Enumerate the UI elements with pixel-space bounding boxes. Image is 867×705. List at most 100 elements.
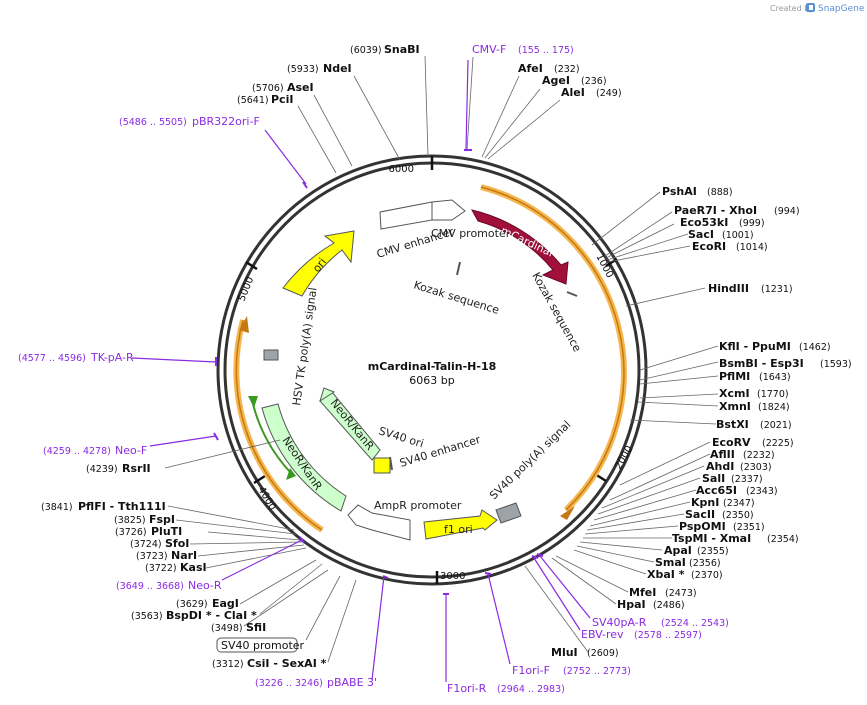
site-xbai-pos: (2370) [691,570,723,581]
site-pshai[interactable]: PshAI [662,185,697,198]
feature-f1-ori[interactable] [423,509,498,540]
primer-neo-f[interactable]: Neo-F [115,444,147,457]
site-asei-pos: (5706) [252,83,284,94]
site-paer7i-xhoi[interactable]: PaeR7I - XhoI [674,204,757,217]
feature-kozak-1[interactable] [456,261,461,276]
site-ecorv[interactable]: EcoRV [712,436,751,449]
feature-ampr-promoter[interactable] [347,504,411,541]
feature-cmv-enhancer[interactable] [379,201,433,230]
feature-sv40-ori[interactable] [373,457,391,474]
site-mlui[interactable]: MluI [551,646,578,659]
primer-tk-pa-r[interactable]: TK-pA-R [90,351,134,364]
primer-cmv-f[interactable]: CMV-F [472,43,506,56]
site-eco53ki[interactable]: Eco53kI [680,216,728,229]
site-bsmbi-esp3i[interactable]: BsmBI - Esp3I [719,357,804,370]
primer-lines [131,59,591,682]
site-ndei-pos: (5933) [287,64,319,75]
site-xmni[interactable]: XmnI [719,400,751,413]
snapgene-logo-icon [806,3,815,12]
site-eco53ki-pos: (999) [739,218,765,229]
arrowhead-green-2 [286,468,296,480]
arrowhead-green [248,396,258,408]
site-bspdi-clai[interactable]: BspDI * - ClaI * [166,609,257,622]
leader-lines [164,55,719,663]
feature-hsv-tk-polya[interactable] [263,349,279,361]
site-agei[interactable]: AgeI [542,74,570,87]
site-rsrii[interactable]: RsrII [122,462,151,475]
site-xbai[interactable]: XbaI * [647,568,685,581]
feature-mcardinal[interactable] [471,209,569,285]
site-ndei[interactable]: NdeI [323,62,352,75]
site-apai[interactable]: ApaI [664,544,692,557]
feature-kozak-2[interactable] [566,291,578,297]
site-eagi[interactable]: EagI [212,597,239,610]
site-pflfi-tth111i[interactable]: PflFI - Tth111I [78,500,166,513]
feature-sv40-polya[interactable] [495,502,522,524]
label-ampr-promoter: AmpR promoter [374,499,462,512]
site-smai[interactable]: SmaI [655,556,686,569]
label-kozak-2: Kozak sequence [529,270,584,354]
site-kfli-ppumi[interactable]: KflI - PpuMI [719,340,791,353]
site-fspi[interactable]: FspI [149,513,175,526]
feature-cmv-promoter[interactable] [431,199,466,221]
primer-neo-r[interactable]: Neo-R [188,579,222,592]
site-snabi[interactable]: SnaBI [384,43,420,56]
site-tspmi-xmai[interactable]: TspMI - XmaI [672,532,751,545]
label-f1-ori: f1 ori [444,523,473,536]
site-nari[interactable]: NarI [171,549,197,562]
site-fspi-pos: (3825) [114,515,146,526]
primer-sv40pa-r[interactable]: SV40pA-R [592,616,647,629]
site-kpni-pos: (2347) [723,498,755,509]
site-afei[interactable]: AfeI [518,62,543,75]
site-pflfi-pos: (3841) [41,502,73,513]
site-pflmi[interactable]: PflMI [719,370,750,383]
site-sfii[interactable]: SfiI [246,621,266,634]
arrowhead-orange-right [560,506,575,520]
site-pspomi[interactable]: PspOMI [679,520,726,533]
site-hpai[interactable]: HpaI [617,598,646,611]
site-pluti[interactable]: PluTI [151,525,182,538]
site-hindiii[interactable]: HindIII [708,282,749,295]
site-sacii[interactable]: SacII [685,508,715,521]
label-neor-outer: NeoR/KanR [280,434,325,493]
primer-cmv-f-range: (155 .. 175) [518,45,574,56]
site-asei[interactable]: AseI [287,81,314,94]
site-pcii[interactable]: PciI [271,93,293,106]
site-kasi[interactable]: KasI [180,561,207,574]
feature-neor-outer[interactable] [261,403,347,512]
primer-neo-f-range: (4259 .. 4278) [43,446,111,457]
site-acc65i[interactable]: Acc65I [696,484,737,497]
site-aflii[interactable]: AflII [710,448,735,461]
primer-pbabe3[interactable]: pBABE 3' [327,676,377,689]
site-ahdi[interactable]: AhdI [706,460,734,473]
tick-3000: 3000 [440,571,465,582]
site-csii-sexai[interactable]: CsiI - SexAI * [247,657,327,670]
primer-marks [213,149,544,595]
site-xcmi[interactable]: XcmI [719,387,750,400]
site-pshai-pos: (888) [707,187,733,198]
site-alei[interactable]: AleI [561,86,585,99]
primer-pbr322ori-f[interactable]: pBR322ori-F [192,115,260,128]
site-hpai-pos: (2486) [653,600,685,611]
site-mfei-pos: (2473) [665,588,697,599]
primer-f1ori-r[interactable]: F1ori-R [447,682,487,695]
sv40-promoter-box[interactable]: SV40 promoter [216,637,305,653]
site-kpni[interactable]: KpnI [691,496,719,509]
feature-sv40-enhancer[interactable] [389,456,393,471]
site-mlui-pos: (2609) [587,648,619,659]
feature-ori[interactable] [282,230,355,297]
site-pspomi-pos: (2351) [733,522,765,533]
site-sali[interactable]: SalI [702,472,725,485]
site-sfoi[interactable]: SfoI [165,537,189,550]
primer-f1ori-f[interactable]: F1ori-F [512,664,550,677]
site-saci[interactable]: SacI [688,228,714,241]
feature-neor-inner[interactable] [319,387,381,461]
tick-6000: 6000 [389,164,414,175]
site-kasi-pos: (3722) [145,563,177,574]
site-mfei[interactable]: MfeI [629,586,656,599]
site-bstxi[interactable]: BstXI [716,418,749,431]
site-ecori[interactable]: EcoRI [692,240,726,253]
site-sfoi-pos: (3724) [130,539,162,550]
primer-ebv-rev[interactable]: EBV-rev [581,628,624,641]
